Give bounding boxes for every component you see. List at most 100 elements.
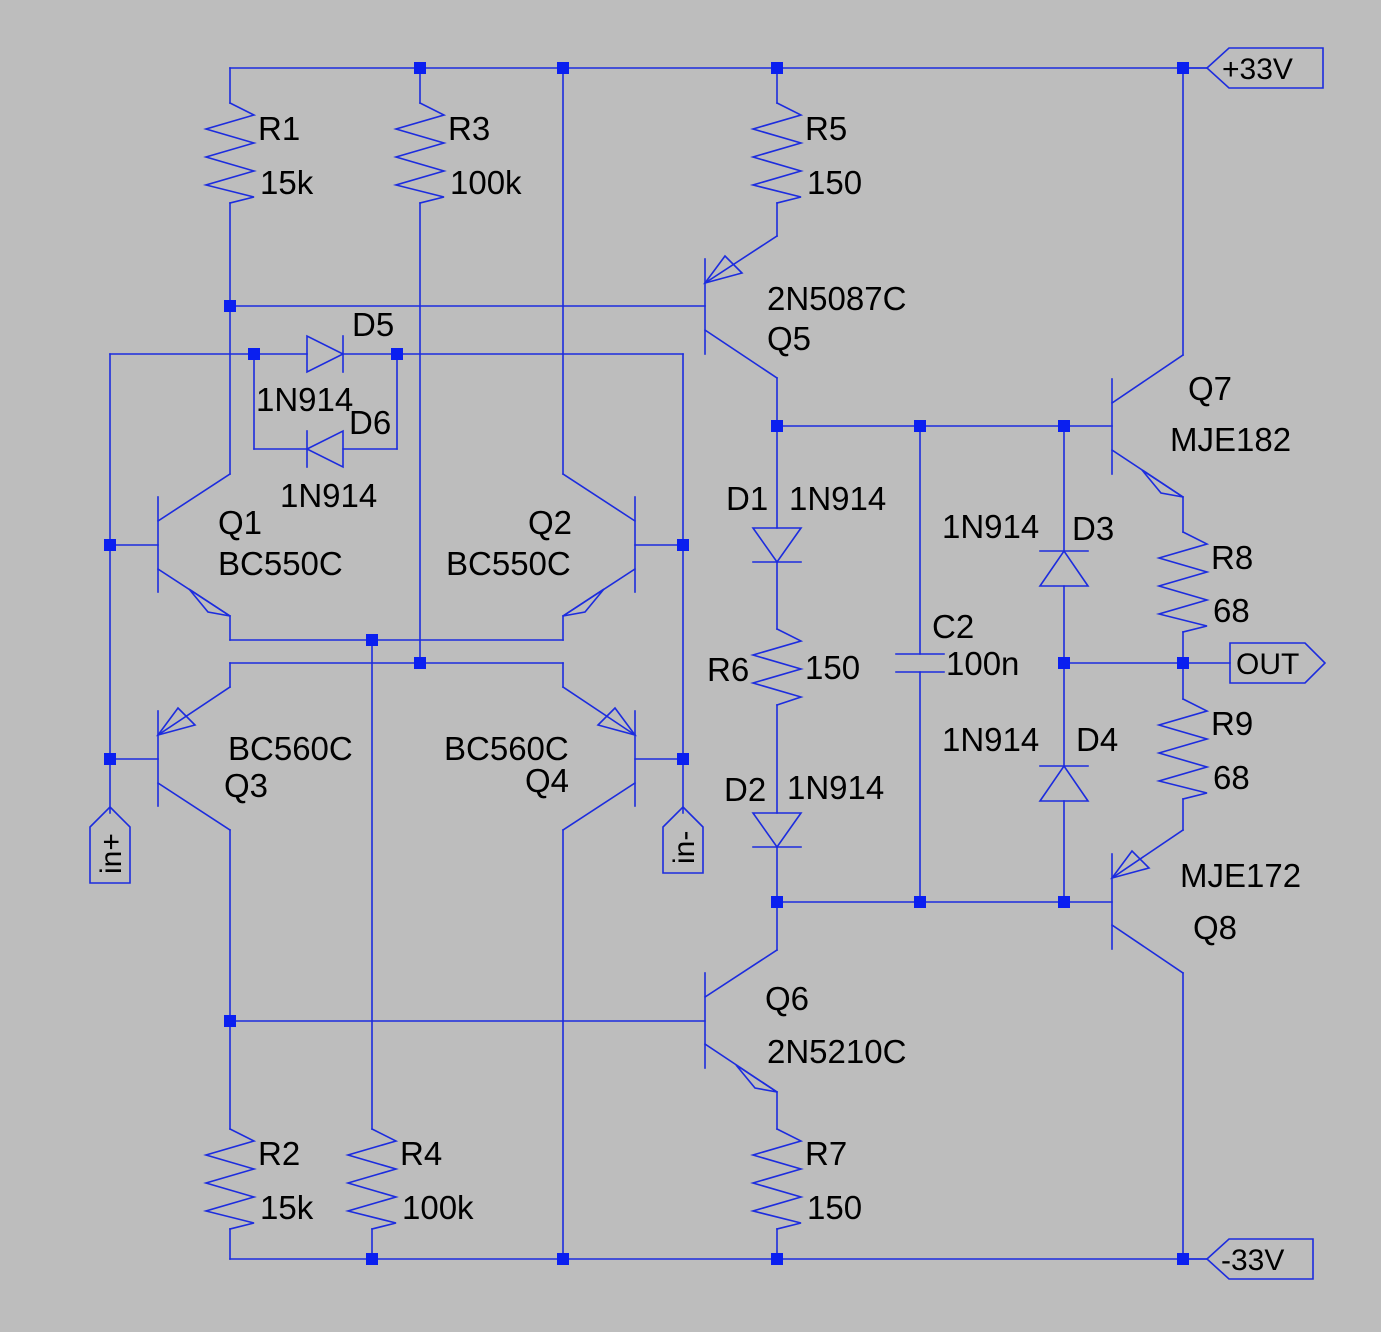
junction-dot <box>677 753 689 765</box>
junction-dot <box>771 62 783 74</box>
r1-name: R1 <box>258 110 300 147</box>
r9-name: R9 <box>1211 705 1253 742</box>
d1-model: 1N914 <box>789 480 886 517</box>
q5-model: 2N5087C <box>767 280 906 317</box>
junction-dot <box>1058 657 1070 669</box>
junction-dot <box>1058 420 1070 432</box>
resistor-r1[interactable]: R1 15k <box>202 101 314 204</box>
junction-dot <box>414 62 426 74</box>
q3-model: BC560C <box>228 730 353 767</box>
d3-name: D3 <box>1072 510 1114 547</box>
d1-name: D1 <box>726 480 768 517</box>
transistor-q3[interactable]: BC560C Q3 <box>155 685 353 832</box>
junction-dot <box>366 634 378 646</box>
r1-value: 15k <box>260 164 314 201</box>
q1-name: Q1 <box>218 504 262 541</box>
c2-name: C2 <box>932 608 974 645</box>
q7-name: Q7 <box>1188 370 1232 407</box>
diode-d6[interactable]: D6 1N914 <box>280 404 391 514</box>
d4-model: 1N914 <box>942 721 1039 758</box>
r4-value: 100k <box>402 1189 474 1226</box>
diode-d1[interactable]: D1 1N914 <box>726 480 886 564</box>
r9-value: 68 <box>1213 759 1250 796</box>
r2-value: 15k <box>260 1189 314 1226</box>
r6-name: R6 <box>707 651 749 688</box>
capacitor-c2[interactable]: C2 100n <box>895 608 1019 682</box>
junction-dot <box>224 1015 236 1027</box>
junction-dot <box>104 539 116 551</box>
junction-dot <box>677 539 689 551</box>
resistor-r7[interactable]: R7 150 <box>749 1127 862 1230</box>
r8-name: R8 <box>1211 539 1253 576</box>
vpos-label: +33V <box>1222 53 1293 86</box>
junction-dot <box>1177 62 1189 74</box>
r6-value: 150 <box>805 649 860 686</box>
transistor-q6[interactable]: Q6 2N5210C <box>703 948 906 1094</box>
q5-emitter-arrow <box>702 254 744 285</box>
q4-name: Q4 <box>525 762 569 799</box>
port-in-minus[interactable]: in- <box>662 805 704 874</box>
resistor-r5[interactable]: R5 150 <box>749 101 862 204</box>
q8-emitter-arrow <box>1109 849 1151 880</box>
q2-model: BC550C <box>446 545 571 582</box>
resistor-r2[interactable]: R2 15k <box>202 1127 314 1230</box>
junction-dot <box>248 348 260 360</box>
transistor-q4[interactable]: BC560C Q4 <box>444 685 638 832</box>
transistor-q5[interactable]: 2N5087C Q5 <box>702 234 906 380</box>
resistor-r8[interactable]: R8 68 <box>1155 530 1253 633</box>
q5-name: Q5 <box>767 320 811 357</box>
transistor-q8[interactable]: MJE172 Q8 <box>1109 828 1301 975</box>
junction-dot <box>391 348 403 360</box>
r8-value: 68 <box>1213 592 1250 629</box>
vneg-label: -33V <box>1221 1244 1284 1277</box>
junction-dot <box>914 420 926 432</box>
port-out[interactable]: OUT <box>1229 642 1327 684</box>
q1-model: BC550C <box>218 545 343 582</box>
resistor-r6[interactable]: R6 150 <box>707 627 860 707</box>
diode-d4[interactable]: 1N914 D4 <box>942 721 1118 802</box>
junction-dot <box>557 1253 569 1265</box>
d6-model: 1N914 <box>280 477 377 514</box>
q8-name: Q8 <box>1193 909 1237 946</box>
junction-dot <box>1177 1253 1189 1265</box>
r3-name: R3 <box>448 110 490 147</box>
q8-model: MJE172 <box>1180 857 1301 894</box>
r7-value: 150 <box>807 1189 862 1226</box>
q6-name: Q6 <box>765 980 809 1017</box>
d2-model: 1N914 <box>787 769 884 806</box>
diode-d5[interactable]: D5 1N914 <box>256 306 394 418</box>
d3-model: 1N914 <box>942 508 1039 545</box>
resistor-r9[interactable]: R9 68 <box>1155 697 1253 800</box>
d2-name: D2 <box>724 771 766 808</box>
q6-model: 2N5210C <box>767 1033 906 1070</box>
q3-name: Q3 <box>224 767 268 804</box>
d6-name: D6 <box>349 404 391 441</box>
r7-name: R7 <box>805 1135 847 1172</box>
transistor-q7[interactable]: Q7 MJE182 <box>1110 353 1291 499</box>
r5-name: R5 <box>805 110 847 147</box>
junction-dot <box>557 62 569 74</box>
junction-dot <box>1058 896 1070 908</box>
junction-dot <box>771 420 783 432</box>
wires <box>109 67 1231 1260</box>
port-in-plus[interactable]: in+ <box>89 805 131 884</box>
transistor-q1[interactable]: Q1 BC550C <box>156 472 343 618</box>
q4-emitter-arrow <box>596 706 638 737</box>
r2-name: R2 <box>258 1135 300 1172</box>
q4-model: BC560C <box>444 730 569 767</box>
junction-dot <box>914 896 926 908</box>
q1-emitter-arrow <box>188 588 231 617</box>
junction-dot <box>771 896 783 908</box>
in-minus-label: in- <box>668 831 701 864</box>
d4-name: D4 <box>1076 721 1118 758</box>
transistor-q2[interactable]: Q2 BC550C <box>446 472 637 618</box>
port-vpos[interactable]: +33V <box>1182 47 1324 89</box>
resistor-r4[interactable]: R4 100k <box>344 1127 474 1230</box>
diode-d3[interactable]: 1N914 D3 <box>942 508 1114 587</box>
resistor-r3[interactable]: R3 100k <box>392 101 522 204</box>
q3-emitter-arrow <box>155 706 197 737</box>
diode-d2[interactable]: D2 1N914 <box>724 769 884 849</box>
port-vneg[interactable]: -33V <box>1182 1238 1314 1280</box>
q6-emitter-arrow <box>735 1064 778 1093</box>
q7-emitter-arrow <box>1141 469 1184 498</box>
